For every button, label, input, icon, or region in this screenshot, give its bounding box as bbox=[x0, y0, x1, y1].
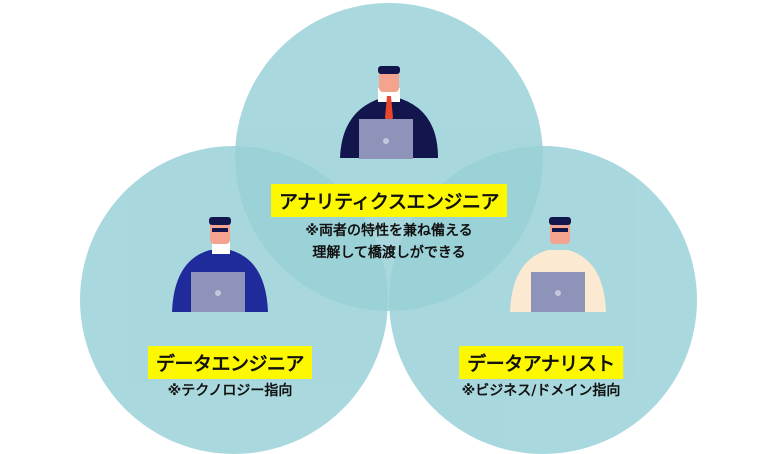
data-analyst-illustration bbox=[510, 217, 606, 312]
data-engineer-note: ※テクノロジー指向 bbox=[168, 380, 293, 402]
data-analyst-label: データアナリスト bbox=[459, 346, 623, 379]
note-line: 理解して橋渡しができる bbox=[312, 245, 466, 261]
analytics-engineer-note: ※両者の特性を兼ね備える 理解して橋渡しができる bbox=[305, 220, 472, 264]
note-line: ※両者の特性を兼ね備える bbox=[305, 223, 473, 239]
data-engineer-label: データエンジニア bbox=[147, 346, 313, 379]
note-line: ※テクノロジー指向 bbox=[167, 383, 293, 399]
analytics-engineer-label: アナリティクスエンジニア bbox=[271, 184, 507, 217]
analytics-engineer-illustration bbox=[340, 66, 438, 159]
data-analyst-note: ※ビジネス/ドメイン指向 bbox=[462, 380, 621, 402]
data-engineer-illustration bbox=[172, 217, 268, 312]
note-line: ※ビジネス/ドメイン指向 bbox=[461, 383, 621, 399]
